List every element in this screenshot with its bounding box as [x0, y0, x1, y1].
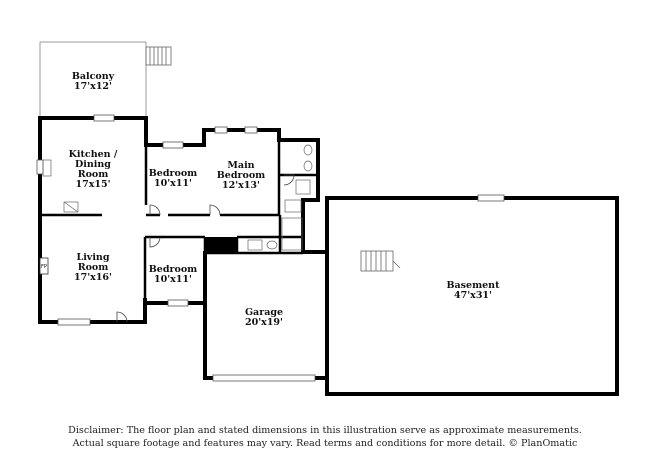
bedroom-upper-dims: 10'x11' — [154, 178, 192, 189]
basement-walls — [325, 196, 619, 396]
basement-name: Basement — [447, 280, 501, 291]
fireplace-label: FP — [41, 264, 47, 270]
balcony-stairs-icon — [145, 46, 172, 66]
fixtures — [42, 144, 313, 251]
main-bedroom-dims: 12'x13' — [222, 180, 260, 191]
bedroom-upper-name: Bedroom — [149, 168, 197, 179]
living-name-line1: Living — [77, 252, 110, 263]
living-name-line2: Room — [78, 262, 109, 273]
balcony-dims: 17'x12' — [74, 81, 112, 92]
disclaimer-line2: Actual square footage and features may v… — [72, 437, 578, 449]
doors — [116, 174, 295, 323]
garage-name: Garage — [245, 307, 283, 318]
kitchen-name-line2: Dining — [75, 159, 111, 170]
bedroom-lower-name: Bedroom — [149, 264, 197, 275]
balcony-name: Balcony — [72, 71, 115, 82]
bedroom-lower-dims: 10'x11' — [154, 274, 192, 285]
kitchen-name-line1: Kitchen / — [69, 149, 118, 160]
garage-dims: 20'x19' — [245, 317, 283, 328]
disclaimer-line1: Disclaimer: The floor plan and stated di… — [68, 425, 582, 436]
main-bedroom-name-line2: Bedroom — [217, 170, 265, 181]
stairwell-block — [205, 237, 237, 253]
fireplace-icon: FP — [39, 257, 49, 275]
disclaimer: Disclaimer: The floor plan and stated di… — [0, 425, 650, 450]
basement-stairs-icon — [360, 250, 401, 272]
kitchen-dims: 17x15' — [75, 179, 110, 190]
basement-window — [477, 194, 505, 202]
windows — [36, 114, 316, 382]
kitchen-name-line3: Room — [78, 169, 109, 180]
living-dims: 17'x16' — [74, 272, 112, 283]
basement-dims: 47'x31' — [454, 290, 492, 301]
main-bedroom-name-line1: Main — [227, 160, 254, 171]
